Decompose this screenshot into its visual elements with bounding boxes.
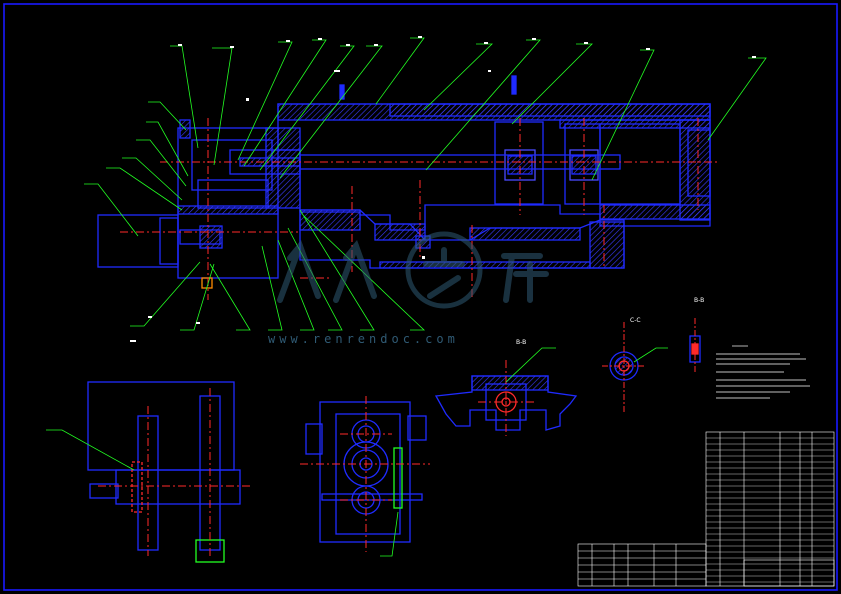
outer-frame xyxy=(3,3,838,591)
plan-view-leaders xyxy=(46,429,135,471)
side-view-centerlines xyxy=(300,396,430,552)
section-bb-centerlines xyxy=(602,318,696,414)
main-centerlines xyxy=(120,118,720,300)
main-leaders xyxy=(84,37,767,331)
section-b-label: B-B xyxy=(516,339,526,346)
title-block xyxy=(577,543,835,587)
side-view-leaders xyxy=(380,511,399,557)
section-cc-leaders xyxy=(505,347,556,383)
main-assembly-view xyxy=(97,75,711,289)
section-bb-label: B-B xyxy=(694,297,704,304)
watermark-emblem xyxy=(277,231,549,309)
parts-list-rows xyxy=(706,437,834,583)
balloon-number-marks xyxy=(130,36,756,342)
section-cc-centerlines xyxy=(478,360,536,436)
section-cc-label: C-C xyxy=(630,317,641,324)
view-labels: C-C B-B B-B xyxy=(516,297,704,346)
technical-notes-block xyxy=(716,345,810,399)
section-bb-leaders xyxy=(633,347,668,363)
plan-view-left xyxy=(87,381,241,563)
parts-list-table xyxy=(705,431,835,587)
plan-view-centerlines xyxy=(98,388,250,556)
